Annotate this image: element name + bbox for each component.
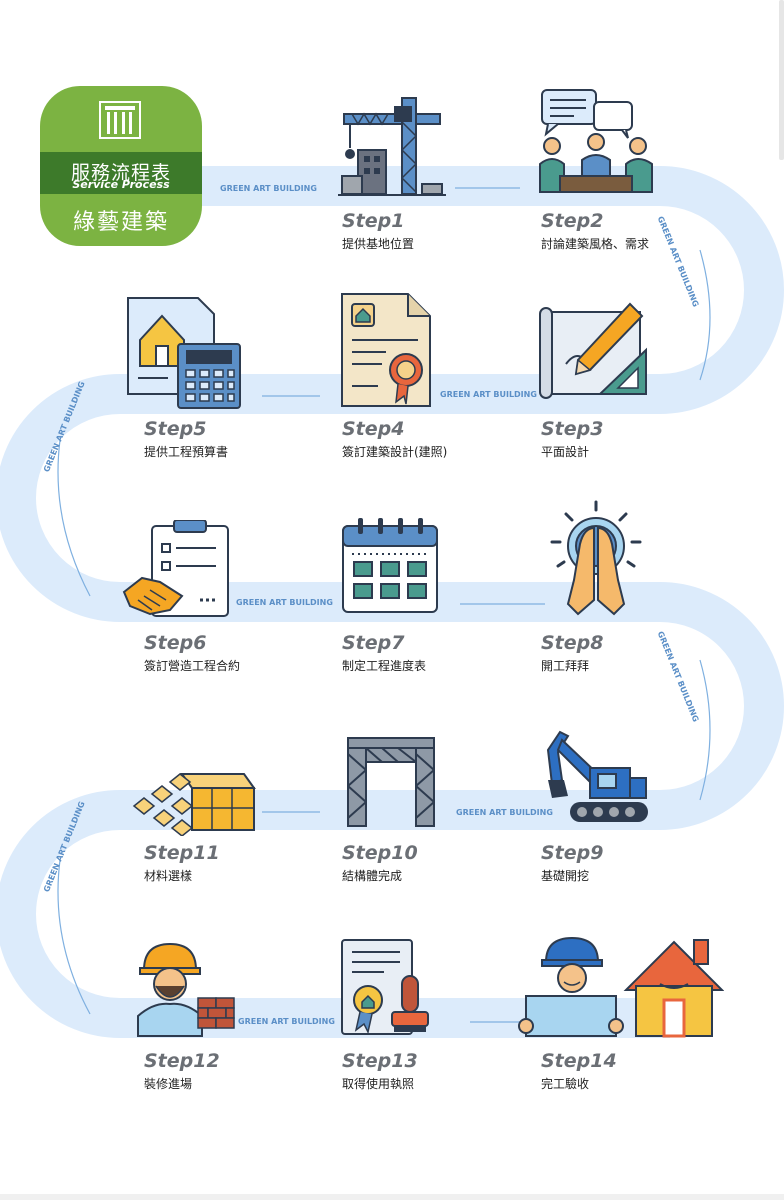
license-stamp-icon (341, 939, 429, 1035)
house-calculator-icon (127, 297, 241, 409)
step-label: Step5 (144, 418, 207, 440)
step-description: 簽訂建築設計(建照) (342, 445, 448, 459)
step-label: Step8 (541, 632, 604, 654)
step-12: Step12 裝修進場 (144, 1050, 334, 1092)
step-label: Step3 (541, 418, 604, 440)
step-label: Step12 (144, 1050, 220, 1072)
step-9: Step9 基礎開挖 (541, 842, 731, 884)
step-label: Step6 (144, 632, 207, 654)
step-description: 材料選樣 (144, 869, 193, 883)
certificate-document-icon (341, 293, 431, 407)
step-5: Step5 提供工程預算書 (144, 418, 334, 460)
step-4: Step4 簽訂建築設計(建照) (342, 418, 532, 460)
logo-subtitle: Service Process (72, 178, 170, 191)
step-description: 提供基地位置 (342, 237, 415, 251)
tower-crane-icon (338, 97, 446, 196)
bottom-bar (0, 1194, 784, 1200)
calendar-icon (342, 518, 438, 613)
path-label: GREEN ART BUILDING (238, 1017, 335, 1026)
scrollbar[interactable] (779, 0, 784, 160)
path-label: GREEN ART BUILDING (220, 184, 317, 193)
step-6: Step6 簽訂營造工程合約 (144, 632, 334, 674)
step-label: Step13 (342, 1050, 418, 1072)
contract-handshake-icon (122, 520, 229, 617)
inspection-house-icon (518, 936, 724, 1038)
step-14: Step14 完工驗收 (541, 1050, 731, 1092)
step-description: 開工拜拜 (541, 659, 590, 673)
excavator-icon (546, 730, 648, 822)
step-label: Step7 (342, 632, 405, 654)
step-label: Step9 (541, 842, 604, 864)
step-description: 制定工程進度表 (342, 659, 427, 673)
worker-bricks-icon (137, 942, 235, 1037)
step-description: 平面設計 (541, 445, 590, 459)
meeting-discussion-icon (539, 89, 653, 193)
steel-structure-icon (347, 737, 435, 827)
logo-title: 服務流程表 (70, 162, 171, 184)
step-11: Step11 材料選樣 (144, 842, 334, 884)
process-path-line (699, 249, 711, 381)
path-label: GREEN ART BUILDING (236, 598, 333, 607)
step-description: 完工驗收 (541, 1077, 590, 1091)
step-label: Step10 (342, 842, 418, 864)
logo-band (40, 152, 202, 194)
step-2: Step2 討論建築風格、需求 (541, 210, 731, 252)
step-10: Step10 結構體完成 (342, 842, 532, 884)
step-description: 簽訂營造工程合約 (144, 659, 241, 673)
step-label: Step14 (541, 1050, 617, 1072)
step-7: Step7 制定工程進度表 (342, 632, 532, 674)
step-description: 提供工程預算書 (144, 445, 229, 459)
step-description: 討論建築風格、需求 (541, 237, 650, 251)
step-description: 裝修進場 (144, 1077, 193, 1091)
praying-hands-icon (550, 500, 642, 616)
material-tiles-icon (132, 773, 256, 836)
step-label: Step1 (342, 210, 405, 232)
step-8: Step8 開工拜拜 (541, 632, 731, 674)
step-description: 結構體完成 (342, 869, 403, 883)
step-description: 取得使用執照 (342, 1077, 415, 1091)
step-3: Step3 平面設計 (541, 418, 731, 460)
logo-mark-icon (99, 101, 141, 139)
step-label: Step4 (342, 418, 405, 440)
company-name: 綠藝建築 (72, 210, 169, 235)
step-label: Step11 (144, 842, 220, 864)
step-description: 基礎開挖 (541, 869, 590, 883)
path-label: GREEN ART BUILDING (440, 390, 537, 399)
step-1: Step1 提供基地位置 (342, 210, 532, 252)
company-logo: 服務流程表 Service Process 綠藝建築 (40, 86, 202, 246)
blueprint-pencil-icon (539, 302, 647, 399)
step-label: Step2 (541, 210, 604, 232)
step-13: Step13 取得使用執照 (342, 1050, 532, 1092)
path-label: GREEN ART BUILDING (456, 808, 553, 817)
